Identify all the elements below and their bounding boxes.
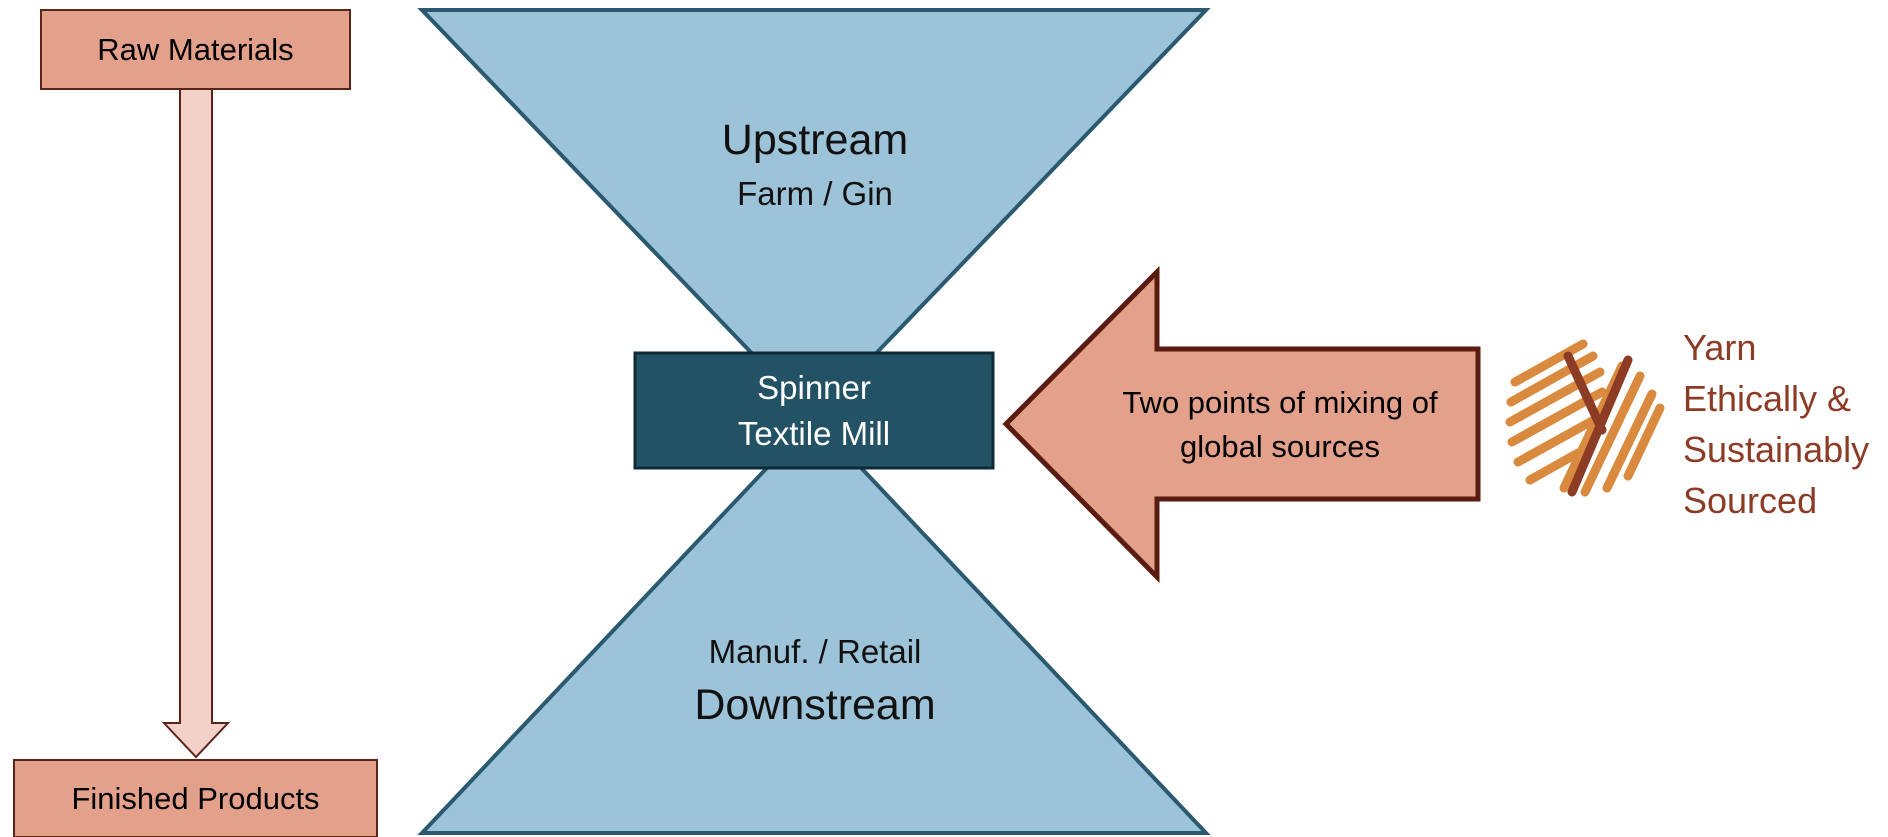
downstream-subtitle: Manuf. / Retail bbox=[708, 633, 922, 670]
upstream-triangle bbox=[417, 8, 1211, 421]
downstream-title: Downstream bbox=[694, 681, 936, 729]
downstream-triangle bbox=[417, 415, 1211, 835]
logo-line-3: Sustainably bbox=[1683, 429, 1870, 470]
spinner-line-2: Textile Mill bbox=[737, 414, 891, 452]
flow-down-arrow bbox=[161, 87, 231, 759]
upstream-subtitle: Farm / Gin bbox=[737, 175, 893, 212]
spinner-line-1: Spinner bbox=[757, 368, 871, 406]
finished-products-label: Finished Products bbox=[71, 780, 320, 816]
mixing-arrow bbox=[1002, 265, 1481, 584]
logo-line-4: Sourced bbox=[1683, 480, 1818, 521]
mixing-line-1: Two points of mixing of bbox=[1122, 385, 1438, 420]
logo-line-1: Yarn bbox=[1683, 327, 1757, 368]
yess-logo-text: Yarn Ethically & Sustainably Sourced bbox=[1683, 322, 1883, 526]
logo-line-2: Ethically & bbox=[1683, 378, 1852, 419]
raw-materials-label: Raw Materials bbox=[97, 31, 294, 67]
finished-products-box bbox=[13, 759, 378, 837]
mixing-arrow-label: Two points of mixing of global sources bbox=[1095, 375, 1465, 475]
upstream-title: Upstream bbox=[721, 116, 909, 164]
spinner-label: Spinner Textile Mill bbox=[635, 353, 993, 468]
yarn-ball-icon bbox=[1505, 339, 1665, 497]
spinner-box bbox=[633, 351, 995, 470]
raw-materials-box bbox=[40, 9, 351, 90]
mixing-line-2: global sources bbox=[1180, 429, 1380, 464]
